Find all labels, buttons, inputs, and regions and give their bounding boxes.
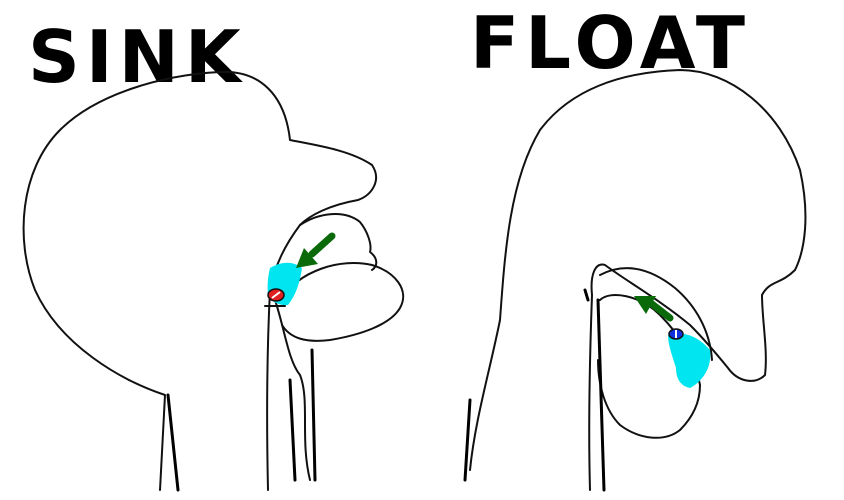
sink-neck-back-line (166, 393, 180, 492)
sink-esophagus-line (310, 348, 317, 482)
sink-panel: SINK (22, 15, 405, 492)
float-palate (599, 267, 713, 361)
float-panel: FLOAT (463, 1, 807, 492)
sink-throat-back (274, 299, 311, 481)
float-pill (668, 328, 684, 340)
float-water (668, 333, 711, 388)
float-title: FLOAT (470, 1, 751, 85)
sink-mouth (299, 213, 378, 271)
float-neck-back-line (463, 398, 472, 482)
sink-title: SINK (28, 15, 247, 99)
sink-esophagus-line-2 (288, 378, 297, 482)
sink-pill (267, 288, 285, 302)
float-neck-front-line (583, 288, 590, 302)
sink-tongue (279, 262, 405, 342)
sink-head-outline (22, 70, 377, 491)
float-esophagus-line (596, 298, 606, 492)
float-head-outline (469, 69, 807, 491)
arrow-up-left-icon (634, 296, 674, 322)
arrow-down-left-icon (296, 232, 336, 268)
